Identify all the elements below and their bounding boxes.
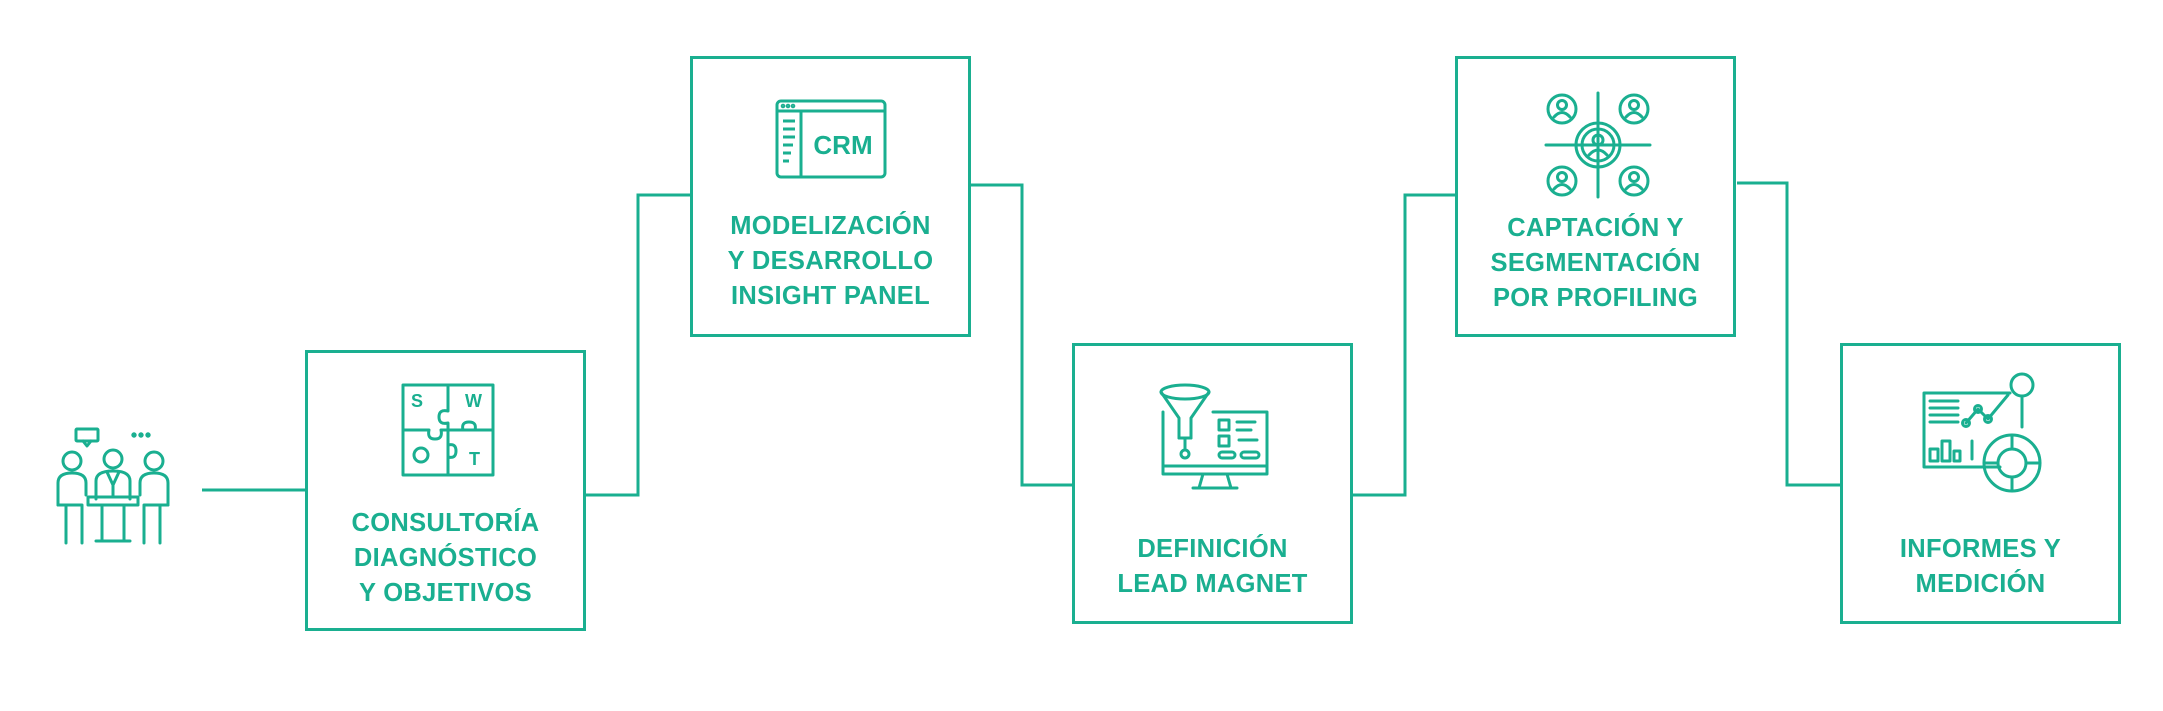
swot-puzzle-icon: S W T [401,383,495,477]
step-label-line: LEAD MAGNET [1117,570,1308,598]
step-label-line: CONSULTORÍA [351,509,540,537]
step-label-line: POR PROFILING [1492,284,1699,312]
step-label: CAPTACIÓN Y SEGMENTACIÓN POR PROFILING [1458,211,1733,316]
step-label-line: Y OBJETIVOS [359,579,532,607]
step-label-line: SEGMENTACIÓN [1490,249,1701,277]
step-modelizacion: CRM MODELIZACIÓN Y DESARROLLO INSIGHT PA… [690,56,971,337]
step-label-line: INSIGHT PANEL [731,282,930,310]
step-consultoria: S W T CONSULTORÍA DIAGNÓSTICO Y OBJETIVO… [305,350,586,631]
step-label: INFORMES Y MEDICIÓN [1843,532,2118,602]
step-label-line: MEDICIÓN [1915,570,2046,598]
step-label-line: CAPTACIÓN Y [1507,214,1684,242]
step-label-line: INFORMES Y [1899,535,2062,563]
user-target-icon [1544,91,1652,199]
swot-letter-w: W [465,391,482,411]
report-analytics-icon [1922,372,2042,493]
crm-icon-text: CRM [813,130,872,160]
meeting-people-icon [56,427,170,545]
step-definicion: DEFINICIÓN LEAD MAGNET [1072,343,1353,624]
step-label-line: Y DESARROLLO [727,247,934,275]
step-label-line: MODELIZACIÓN [730,212,931,240]
step-label: DEFINICIÓN LEAD MAGNET [1075,532,1350,602]
step-label-line: DIAGNÓSTICO [353,544,538,572]
swot-letter-s: S [411,391,423,411]
step-label-line: DEFINICIÓN [1137,535,1288,563]
funnel-monitor-icon [1159,383,1269,490]
swot-letter-t: T [469,449,480,469]
crm-window-icon: CRM [775,99,887,179]
step-captacion: CAPTACIÓN Y SEGMENTACIÓN POR PROFILING [1455,56,1736,337]
step-label: CONSULTORÍA DIAGNÓSTICO Y OBJETIVOS [308,506,583,611]
step-label: MODELIZACIÓN Y DESARROLLO INSIGHT PANEL [693,209,968,314]
step-informes: INFORMES Y MEDICIÓN [1840,343,2121,624]
